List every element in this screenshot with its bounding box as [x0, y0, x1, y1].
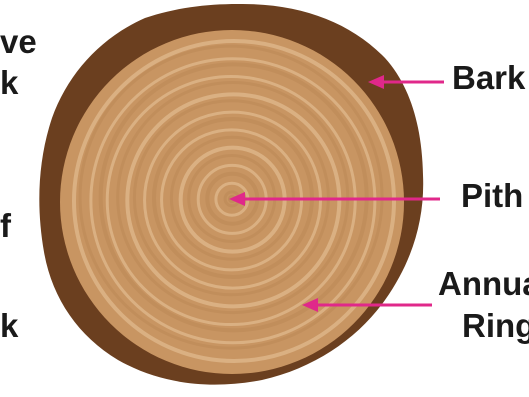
bark-label: Bark — [452, 58, 525, 98]
cropped-text-fragment: f — [0, 206, 11, 246]
pith-label: Pith — [461, 176, 523, 216]
annual-rings — [60, 30, 404, 374]
annual-rings-label-line2: Ring — [462, 306, 529, 346]
cropped-text-fragment: ve — [0, 22, 37, 62]
bark-arrow — [368, 75, 444, 89]
cropped-text-fragment: k — [0, 63, 18, 103]
annual-rings-label-line1: Annua — [438, 264, 529, 304]
cropped-text-fragment: k — [0, 306, 18, 346]
